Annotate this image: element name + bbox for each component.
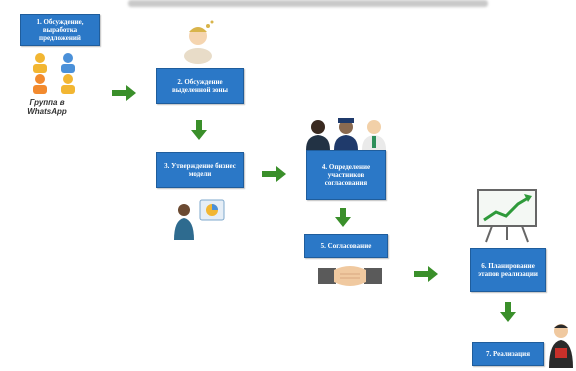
step-4-box: 4. Определение участников согласования	[306, 150, 386, 200]
step-5-box: 5. Согласование	[304, 234, 388, 258]
step-2-box: 2. Обсуждение выделенной зоны	[156, 68, 244, 104]
arrow-down-3	[500, 302, 516, 322]
presenter-chart-icon	[174, 199, 225, 240]
title-blurred	[128, 0, 488, 7]
step-6-box: 6. Планирование этапов реализации	[470, 248, 546, 292]
step-7-box: 7. Реализация	[472, 342, 544, 366]
arrow-right-3	[414, 266, 438, 282]
group-caption: Группа в WhatsApp	[27, 98, 67, 116]
arrow-down-2	[335, 208, 351, 227]
arrow-right-2	[262, 166, 286, 182]
step-1-box: 1. Обсуждение, выработка предложений	[20, 14, 100, 46]
arrow-down-1	[191, 120, 207, 140]
group-people-icon	[33, 53, 75, 94]
businessman-icon	[549, 324, 573, 368]
step-3-box: 3. Утверждение бизнес модели	[156, 152, 244, 188]
thinking-person-icon	[184, 20, 214, 64]
officials-icon	[306, 118, 386, 150]
arrow-right-1	[112, 85, 136, 101]
handshake-icon	[318, 266, 382, 286]
growth-chart-icon	[477, 189, 537, 243]
